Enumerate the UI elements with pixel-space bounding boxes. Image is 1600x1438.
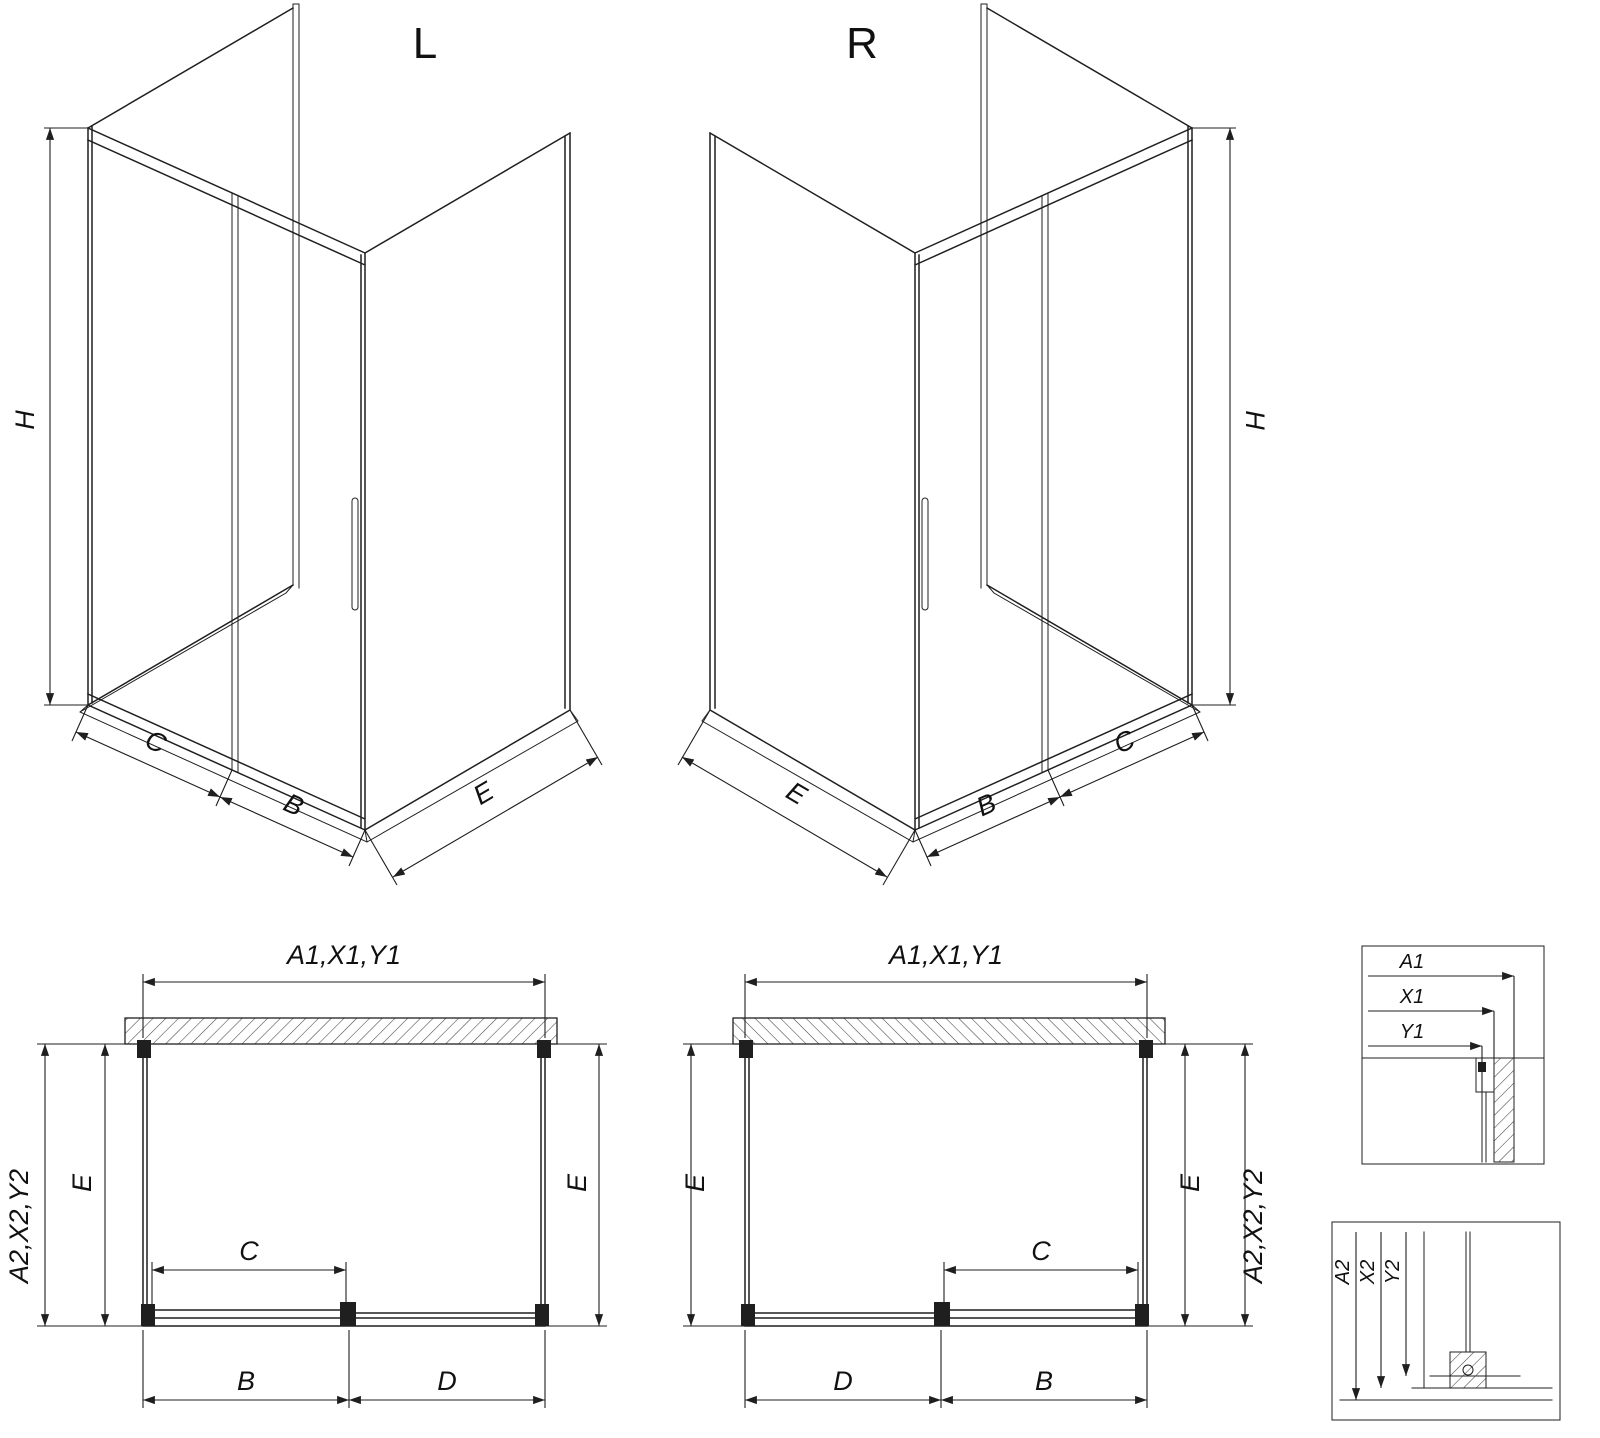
dim-label-e: E [468, 775, 500, 810]
plan-left-geometry [37, 974, 607, 1408]
detail-floor-section: A2 X2 Y2 [1331, 1221, 1561, 1421]
dim-label-e-left: E [67, 1173, 97, 1192]
dim-label-a1x1y1: A1,X1,Y1 [285, 940, 401, 970]
variant-label-left: L [413, 19, 437, 68]
wall-hatch [1493, 1057, 1515, 1163]
dim-label-d: D [437, 1366, 457, 1396]
plan-view-left: A1,X1,Y1 A2,X2,Y2 E E C B D [4, 940, 607, 1408]
plan-right-geometry [683, 974, 1253, 1408]
variant-label-right: R [846, 19, 878, 68]
dim-label-d: D [833, 1366, 853, 1396]
dim-label-a2x2y2: A2,X2,Y2 [4, 1169, 34, 1285]
detail-wall-section: A1 X1 Y1 [1361, 945, 1545, 1165]
detail-label-x2: X2 [1357, 1260, 1379, 1285]
iso-view-left: L H C B E [10, 4, 602, 885]
dim-label-a1x1y1: A1,X1,Y1 [887, 940, 1003, 970]
detail-frame [1361, 945, 1545, 1165]
glass-edge [1465, 1231, 1471, 1353]
dim-label-b: B [237, 1366, 255, 1396]
detail-label-y1: Y1 [1400, 1021, 1424, 1043]
dim-label-h: H [10, 410, 40, 430]
dim-label-e-right: E [1175, 1173, 1205, 1192]
dim-label-e: E [781, 776, 813, 811]
detail-label-x1: X1 [1399, 986, 1424, 1008]
dim-label-a2x2y2: A2,X2,Y2 [1238, 1169, 1268, 1285]
iso-view-right: R H C B E [678, 4, 1270, 885]
detail-label-a2: A2 [1332, 1260, 1354, 1285]
iso-right-geometry [678, 4, 1236, 885]
detail-label-y2: Y2 [1382, 1260, 1404, 1284]
detail-label-a1: A1 [1399, 951, 1424, 973]
dim-label-e-left: E [680, 1173, 710, 1192]
profile-insert [1478, 1062, 1486, 1072]
dim-label-c: C [239, 1236, 259, 1266]
dim-label-b: B [1035, 1366, 1053, 1396]
plan-view-right: A1,X1,Y1 A2,X2,Y2 E E C D B [680, 940, 1268, 1408]
glass-edge [1481, 1091, 1487, 1163]
roller-detail [1462, 1364, 1474, 1376]
dim-label-h: H [1240, 410, 1270, 430]
mounting-profile [1475, 1057, 1495, 1093]
dim-label-c: C [141, 724, 172, 760]
floor-lines [1339, 1375, 1553, 1401]
dim-label-c: C [1031, 1236, 1051, 1266]
dim-label-e-right: E [562, 1173, 592, 1192]
detail-frame [1331, 1221, 1561, 1421]
iso-left-geometry [44, 4, 602, 885]
sill-profile [1449, 1351, 1487, 1389]
